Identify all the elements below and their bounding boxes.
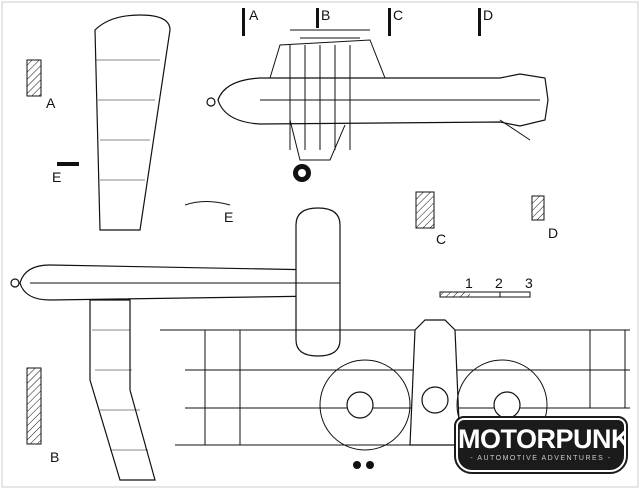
scale-1: 1 xyxy=(465,275,473,291)
scale-3: 3 xyxy=(525,275,533,291)
section-markers: A B C D xyxy=(242,7,493,36)
marker-c: C xyxy=(393,7,403,23)
label-a: A xyxy=(46,95,56,111)
top-view xyxy=(10,14,341,481)
label-c: C xyxy=(436,231,446,247)
scale-bar: 1 2 3 xyxy=(439,275,533,298)
logo-title: MOTORPUNK xyxy=(458,424,631,454)
label-e1: E xyxy=(52,169,61,185)
motorpunk-logo: MOTORPUNK - AUTOMOTIVE ADVENTURES - xyxy=(454,416,631,474)
label-e2: E xyxy=(224,209,233,225)
label-b: B xyxy=(50,449,59,465)
marker-b: B xyxy=(321,7,330,23)
marker-d: D xyxy=(483,7,493,23)
side-view xyxy=(206,29,549,182)
section-profiles: A E E C D B xyxy=(26,59,558,465)
scale-2: 2 xyxy=(495,275,503,291)
front-view xyxy=(160,319,630,469)
label-d: D xyxy=(548,225,558,241)
marker-a: A xyxy=(249,7,259,23)
logo-subtitle: - AUTOMOTIVE ADVENTURES - xyxy=(470,455,612,462)
